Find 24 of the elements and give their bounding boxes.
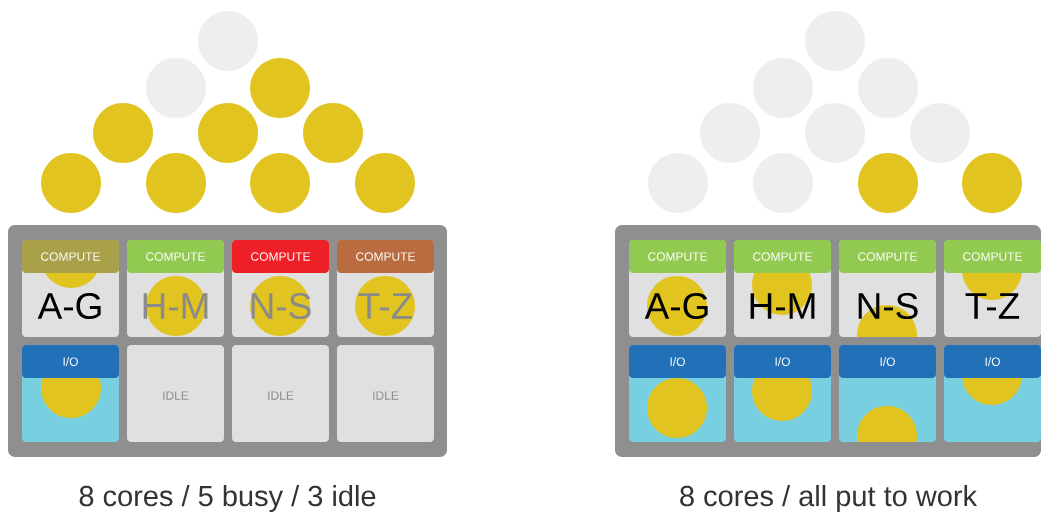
cell-header: I/O xyxy=(22,345,119,378)
range-label: T-Z xyxy=(358,293,413,319)
range-label: A-G xyxy=(37,292,101,320)
board-label: 8 cores / all put to work xyxy=(680,485,978,512)
idle-label: IDLE xyxy=(268,391,294,400)
cell-header: COMPUTE xyxy=(232,240,329,273)
cell-header: COMPUTE xyxy=(734,240,831,273)
cell-header: COMPUTE xyxy=(944,240,1041,273)
cell-header: I/O xyxy=(839,345,936,378)
idle-label: IDLE xyxy=(373,391,399,400)
cell-header: COMPUTE xyxy=(337,240,434,273)
cell-header: I/O xyxy=(734,345,831,378)
cell-header: COMPUTE xyxy=(839,240,936,273)
idle-label: IDLE xyxy=(163,391,189,400)
cell-header: I/O xyxy=(944,345,1041,378)
range-label: T-Z xyxy=(965,293,1020,319)
core-cell xyxy=(232,345,329,442)
cell-header: COMPUTE xyxy=(22,240,119,273)
cell-header: COMPUTE xyxy=(629,240,726,273)
core-cell xyxy=(127,345,224,442)
cell-header: I/O xyxy=(629,345,726,378)
core-cell xyxy=(337,345,434,442)
cell-header: COMPUTE xyxy=(127,240,224,273)
board-label: 8 cores / 5 busy / 3 idle xyxy=(79,485,376,512)
